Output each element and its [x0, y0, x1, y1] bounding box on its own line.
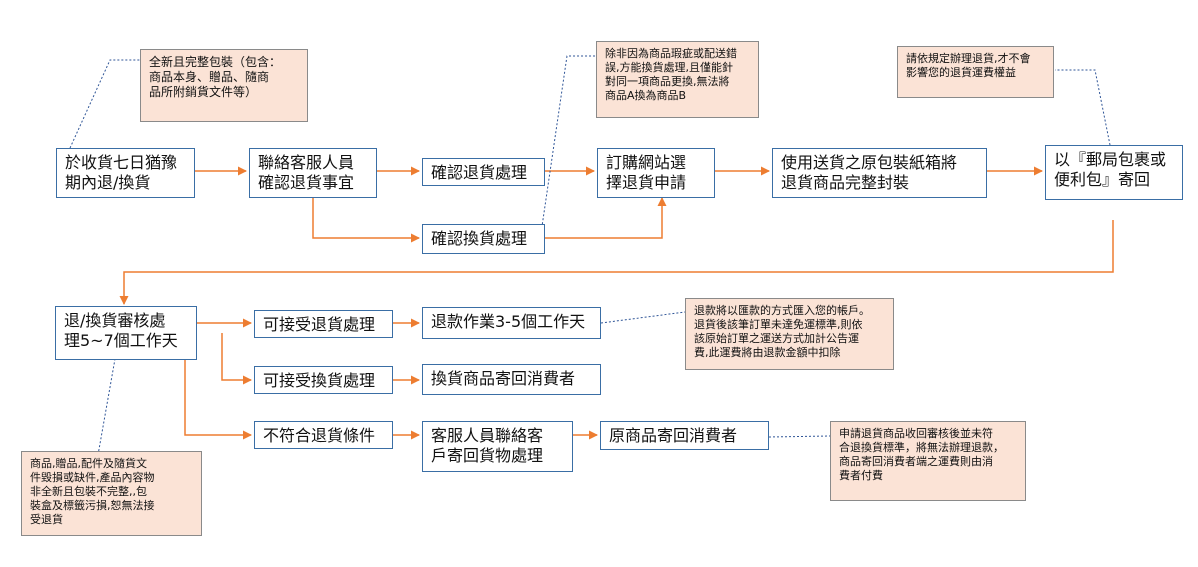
note-complete-packaging: 全新且完整包裝（包含： 商品本身、贈品、隨商 品所附銷貨文件等）: [140, 49, 308, 122]
leader-n6: [768, 435, 831, 438]
leader-n2: [539, 55, 596, 241]
step-not-eligible: 不符合退貨條件: [254, 421, 393, 449]
step-review-5-7-days: 退/換貨審核處 理5~7個工作天: [55, 306, 197, 360]
step-original-goods-returned: 原商品寄回消費者: [600, 421, 769, 450]
arrow-s8-s11: [221, 333, 252, 385]
step-return-within-7-days: 於收貨七日猶豫 期內退/換貨: [56, 148, 195, 198]
step-contact-customer-service: 聯絡客服人員 確認退貨事宜: [249, 148, 377, 198]
note-refund-method: 退款將以匯款的方式匯入您的帳戶。 退貨後該筆訂單未達免運標準,則依 該原始訂單之…: [685, 298, 894, 370]
note-shipping-charged-to-consumer: 申請退貨商品收回審核後並未符 合退換貨標準，將無法辦理退款， 商品寄回消費者端之…: [830, 421, 1026, 501]
arrow-s7-s8: [119, 220, 1114, 305]
arrow-s8-s13: [184, 360, 252, 440]
leader-n3: [1055, 69, 1111, 146]
step-confirm-exchange: 確認換貨處理: [422, 224, 545, 254]
leader-n4: [600, 311, 686, 324]
note-exchange-conditions: 除非因為商品瑕疵或配送錯 誤,方能換貨處理,且僅能針 對同一項商品更換,無法將 …: [596, 41, 759, 118]
note-follow-return-rules: 請依規定辦理退貨,才不會 影響您的退貨運費權益: [897, 46, 1054, 98]
step-exchange-shipped: 換貨商品寄回消費者: [422, 364, 601, 395]
leader-n1: [69, 59, 140, 149]
leader-n5: [97, 341, 119, 456]
arrow-s4-s5: [545, 197, 667, 239]
note-non-returnable-conditions: 商品,贈品,配件及隨貨文 件毀損或缺件,產品內容物 非全新且包裝不完整,,包 裝…: [21, 451, 202, 536]
step-select-return-request: 訂購網站選 擇退貨申請: [597, 148, 715, 198]
step-accept-return: 可接受退貨處理: [254, 310, 393, 338]
step-repack-goods: 使用送貨之原包裝紙箱將 退貨商品完整封裝: [772, 148, 987, 198]
step-accept-exchange: 可接受換貨處理: [254, 366, 393, 394]
step-refund-3-5-days: 退款作業3-5個工作天: [422, 307, 601, 339]
step-ship-back: 以『郵局包裹或 便利包』寄回: [1045, 145, 1183, 200]
step-confirm-return: 確認退貨處理: [422, 158, 545, 186]
arrow-s2-s4: [312, 198, 420, 243]
step-cs-contact-customer: 客服人員聯絡客 戶寄回貨物處理: [422, 421, 573, 472]
